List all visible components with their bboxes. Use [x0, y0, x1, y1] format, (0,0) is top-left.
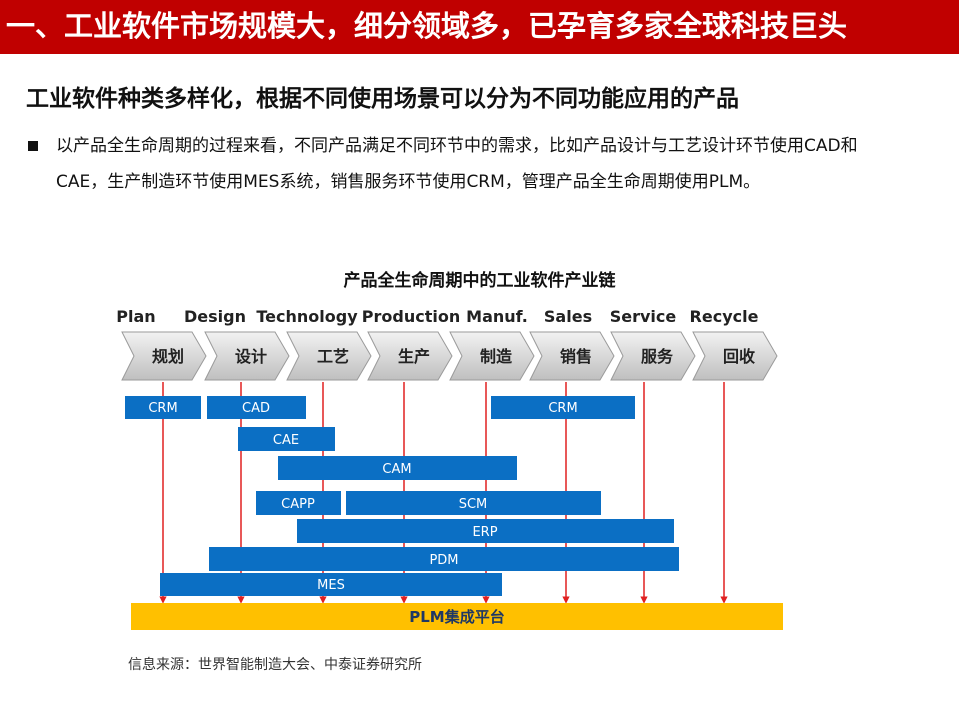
stage-en-technology: Technology	[256, 307, 358, 326]
bar-mes	[160, 573, 502, 596]
bar-capp	[256, 491, 341, 515]
bar-label-pdm: PDM	[429, 553, 458, 568]
stage-zh-technology: 工艺	[317, 347, 349, 366]
bar-label-cae: CAE	[273, 433, 299, 448]
bar-label-scm: SCM	[459, 497, 488, 512]
chevron-plan	[121, 331, 207, 381]
bar-crm-left	[125, 396, 201, 419]
stage-en-sales: Sales	[544, 307, 592, 326]
stage-en-production: Production	[362, 307, 460, 326]
stage-zh-service: 服务	[641, 347, 674, 366]
stage-zh-production: 生产	[398, 347, 430, 366]
bar-label-crm-left: CRM	[148, 401, 177, 416]
section-subtitle: 工业软件种类多样化，根据不同使用场景可以分为不同功能应用的产品	[26, 86, 739, 112]
stage-en-design: Design	[184, 307, 246, 326]
bar-crm-right	[491, 396, 635, 419]
chevron-production	[367, 331, 453, 381]
bar-cae	[238, 427, 335, 451]
stage-en-manuf: Manuf.	[466, 307, 528, 326]
bar-erp	[297, 519, 674, 543]
plm-platform-bar	[131, 603, 783, 630]
stage-zh-design: 设计	[235, 347, 267, 366]
diagram-title: 产品全生命周期中的工业软件产业链	[343, 271, 616, 291]
bar-pdm	[209, 547, 679, 571]
stage-en-plan: Plan	[116, 307, 155, 326]
stage-zh-plan: 规划	[152, 347, 184, 366]
stage-en-recycle: Recycle	[690, 307, 759, 326]
bar-scm	[346, 491, 601, 515]
source-note: 信息来源：世界智能制造大会、中泰证券研究所	[128, 657, 422, 673]
chevron-design	[204, 331, 290, 381]
chevron-service	[610, 331, 696, 381]
chevron-manuf	[449, 331, 535, 381]
plm-platform-label: PLM集成平台	[409, 608, 504, 626]
bar-cam	[278, 456, 517, 480]
bullet-square-icon	[28, 141, 38, 151]
header-bar: 一、工业软件市场规模大，细分领域多，已孕育多家全球科技巨头	[0, 0, 959, 54]
bar-label-erp: ERP	[472, 525, 497, 540]
chevron-technology	[286, 331, 372, 381]
software-bars	[125, 396, 679, 596]
stage-zh-recycle: 回收	[723, 347, 755, 366]
bar-label-cam: CAM	[382, 462, 411, 477]
stage-en-service: Service	[610, 307, 677, 326]
bullet-text: 以产品全生命周期的过程来看，不同产品满足不同环节中的需求，比如产品设计与工艺设计…	[56, 136, 858, 192]
bar-label-crm-right: CRM	[548, 401, 577, 416]
bar-cad	[207, 396, 306, 419]
bar-label-cad: CAD	[242, 401, 270, 416]
chevron-row	[121, 331, 778, 381]
bar-label-capp: CAPP	[281, 497, 315, 512]
stage-zh-sales: 销售	[560, 347, 592, 366]
stage-zh-manuf: 制造	[480, 347, 513, 366]
chevron-recycle	[692, 331, 778, 381]
bar-label-mes: MES	[317, 578, 345, 593]
chevron-sales	[529, 331, 615, 381]
page-title: 一、工业软件市场规模大，细分领域多，已孕育多家全球科技巨头	[6, 9, 848, 43]
